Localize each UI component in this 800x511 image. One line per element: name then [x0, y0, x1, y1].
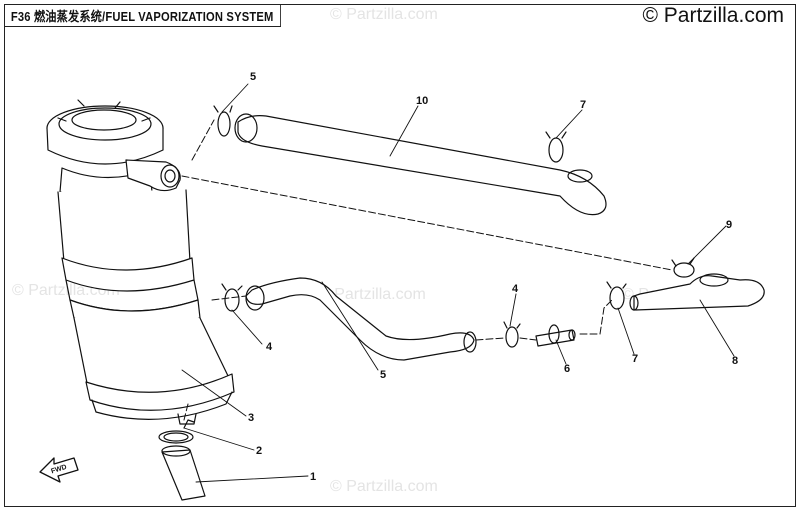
callout-7: 7 — [632, 353, 638, 365]
connector-part-6 — [535, 324, 576, 347]
ghost-watermark: © Partzilla.com — [330, 478, 438, 495]
clamp-part-7 — [545, 131, 567, 163]
clamp-part-7 — [606, 281, 627, 310]
callout-9: 9 — [726, 219, 732, 231]
clamp-part-4 — [503, 321, 521, 348]
ghost-watermark: © Partzilla.com — [318, 286, 426, 303]
hose-part-1 — [161, 445, 206, 501]
hose-part-8 — [629, 273, 765, 311]
callout-4: 4 — [512, 283, 519, 295]
callout-8: 8 — [732, 355, 738, 367]
leader-lines — [181, 83, 735, 483]
assembly-lines — [181, 119, 673, 421]
diagram-title: F36 燃油蒸发系统/FUEL VAPORIZATION SYSTEM — [4, 4, 282, 27]
callout-2: 2 — [256, 445, 262, 457]
clamp-part-2 — [158, 419, 195, 444]
ghost-watermark: © Partzilla.com — [330, 6, 438, 23]
fwd-label: FWD — [50, 464, 67, 476]
copyright-watermark: © Partzilla.com — [642, 4, 784, 27]
callout-5: 5 — [380, 369, 386, 381]
diagram-frame — [4, 4, 796, 507]
callout-1: 1 — [310, 471, 316, 483]
clamp-part-4 — [221, 283, 243, 312]
callout-3: 3 — [248, 412, 254, 424]
callout-10: 10 — [416, 95, 428, 107]
callout-4: 4 — [266, 341, 273, 353]
clamp-part-5 — [213, 105, 233, 137]
hose-part-10 — [234, 113, 607, 216]
charcoal-canister — [46, 99, 235, 425]
callout-5: 5 — [250, 71, 256, 83]
hose-part-5 — [245, 277, 477, 361]
callout-7: 7 — [580, 99, 586, 111]
callout-6: 6 — [564, 363, 570, 375]
fwd-arrow-icon — [39, 457, 79, 483]
